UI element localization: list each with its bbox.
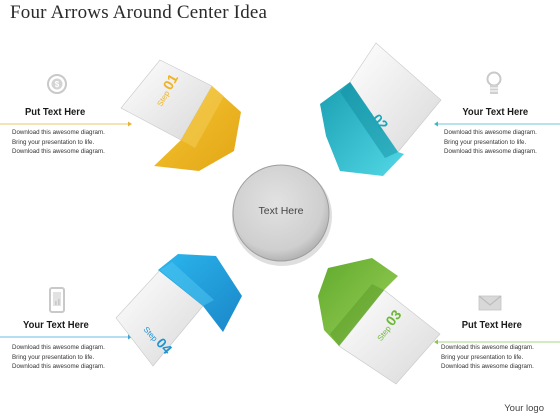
page-title: Four Arrows Around Center Idea <box>10 2 268 23</box>
step-02-arrow <box>320 82 404 176</box>
item-3-line: Bring your presentation to life. <box>441 353 524 361</box>
envelope-icon <box>478 295 502 311</box>
item-4-line: Bring your presentation to life. <box>12 353 95 361</box>
item-2-description: Download this awesome diagram. Bring you… <box>444 128 537 157</box>
connector-arrow-1 <box>128 121 132 127</box>
center-label: Text Here <box>258 205 304 217</box>
item-1-line: Download this awesome diagram. <box>12 129 105 136</box>
item-1-heading: Put Text Here <box>25 106 86 118</box>
connector-arrow-2 <box>434 121 438 127</box>
item-2-line: Download this awesome diagram. <box>444 129 537 136</box>
item-2-line: Bring your presentation to life. <box>444 138 527 146</box>
item-4-heading: Your Text Here <box>23 319 89 331</box>
step-03-arrow-shade <box>330 284 384 346</box>
step-02-arrow-shade <box>340 82 398 158</box>
mobile-phone-icon <box>49 287 65 313</box>
item-4-description: Download this awesome diagram. Bring you… <box>12 343 105 372</box>
step-03-arrow <box>318 258 398 346</box>
lightbulb-icon <box>486 71 502 94</box>
connector-arrow-3 <box>434 339 438 345</box>
item-2-line: Download this awesome diagram. <box>444 148 537 155</box>
item-3-heading: Put Text Here <box>461 319 522 331</box>
connector-arrow-4 <box>128 334 132 340</box>
svg-text:$: $ <box>55 80 60 89</box>
item-3-line: Download this awesome diagram. <box>441 344 534 351</box>
item-4-line: Download this awesome diagram. <box>12 363 105 370</box>
item-1-description: Download this awesome diagram. Bring you… <box>12 128 105 157</box>
step-02-group <box>320 42 442 176</box>
center-circle <box>232 164 330 262</box>
step-04-group <box>115 254 242 367</box>
step-01-arrow-shade <box>181 86 224 148</box>
item-1-line: Bring your presentation to life. <box>12 138 95 146</box>
footer-logo-text: Your logo <box>504 403 544 414</box>
item-2-heading: Your Text Here <box>462 106 528 118</box>
item-1-line: Download this awesome diagram. <box>12 148 105 155</box>
item-3-line: Download this awesome diagram. <box>441 363 534 370</box>
item-3-description: Download this awesome diagram. Bring you… <box>441 343 534 372</box>
step-04-arrow-shade <box>160 262 214 306</box>
step-03-group <box>318 258 441 385</box>
step-03-card <box>338 289 441 385</box>
step-01-group <box>120 59 241 171</box>
dollar-coin-icon: $ <box>47 74 67 94</box>
item-4-line: Download this awesome diagram. <box>12 344 105 351</box>
